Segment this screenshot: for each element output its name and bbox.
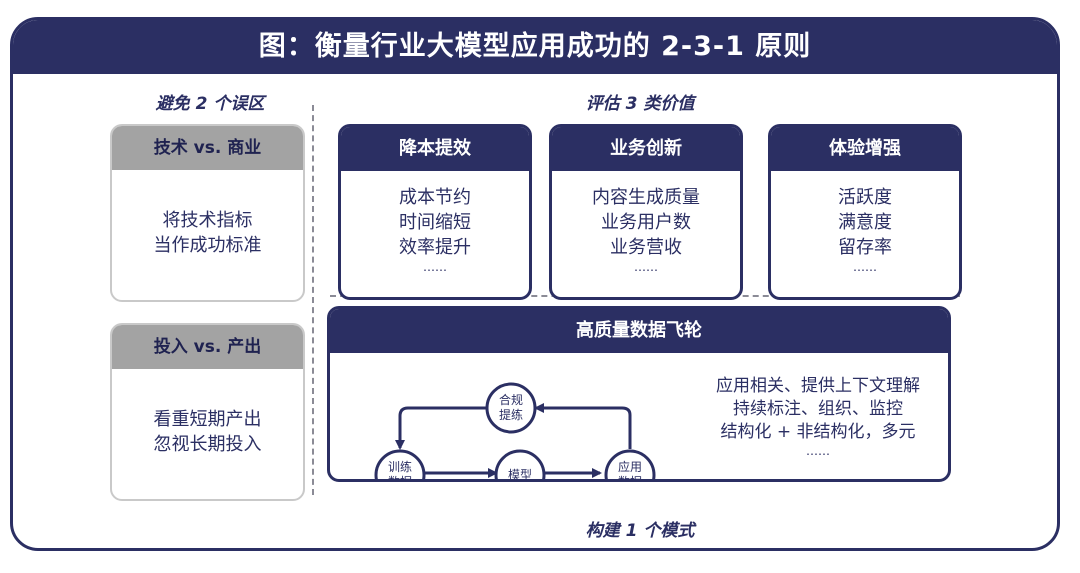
node-model: 模型 (494, 449, 546, 482)
ellipsis: …… (806, 444, 830, 458)
value-line: 活跃度 (838, 187, 892, 208)
pitfall-card-body: 将技术指标 当作成功标准 (112, 170, 303, 258)
arrow-application-to-compliance (534, 403, 632, 449)
flywheel-line: 持续标注、组织、监控 (733, 399, 903, 419)
pitfall-card-body: 看重短期产出 忽视长期投入 (112, 369, 303, 457)
ellipsis: …… (634, 260, 658, 274)
svg-text:训练: 训练 (388, 459, 412, 474)
flywheel-diagram: 合规 提练 训练 数据 模型 应用 数据 (374, 382, 656, 482)
node-training-data: 训练 数据 (374, 449, 426, 482)
svg-text:数据: 数据 (388, 474, 412, 482)
footer-heading: 构建 1 个模式 (585, 521, 695, 541)
flywheel-line: 应用相关、提供上下文理解 (716, 376, 920, 396)
svg-text:应用: 应用 (618, 459, 642, 474)
left-heading: 避免 2 个误区 (155, 94, 265, 114)
vertical-divider (312, 105, 314, 495)
svg-text:模型: 模型 (508, 468, 532, 482)
value-line: 效率提升 (399, 237, 471, 258)
pitfall-line: 忽视长期投入 (153, 434, 262, 455)
pitfall-line: 看重短期产出 (153, 409, 262, 430)
svg-text:合规: 合规 (499, 392, 523, 407)
value-card-body: 活跃度 满意度 留存率 …… (771, 171, 959, 274)
value-card-cost-efficiency: 降本提效 成本节约 时间缩短 效率提升 …… (338, 124, 532, 300)
svg-text:数据: 数据 (618, 474, 642, 482)
flywheel-description: 应用相关、提供上下文理解 持续标注、组织、监控 结构化 + 非结构化，多元 …… (698, 375, 938, 458)
value-line: 内容生成质量 (592, 187, 700, 208)
value-card-experience: 体验增强 活跃度 满意度 留存率 …… (768, 124, 962, 300)
value-line: 留存率 (838, 237, 892, 258)
page-title: 图：衡量行业大模型应用成功的 2-3-1 原则 (13, 20, 1057, 74)
diagram-frame: 图：衡量行业大模型应用成功的 2-3-1 原则 (10, 17, 1060, 551)
value-card-title: 体验增强 (771, 127, 959, 171)
value-card-business-innovation: 业务创新 内容生成质量 业务用户数 业务营收 …… (549, 124, 743, 300)
node-compliance: 合规 提练 (485, 382, 537, 434)
pitfall-line: 当作成功标准 (153, 235, 262, 256)
node-application-data: 应用 数据 (604, 449, 656, 482)
value-line: 业务用户数 (601, 212, 691, 233)
ellipsis: …… (853, 260, 877, 274)
svg-text:提练: 提练 (499, 407, 523, 422)
value-card-body: 成本节约 时间缩短 效率提升 …… (341, 171, 529, 274)
value-line: 成本节约 (399, 187, 471, 208)
value-card-title: 业务创新 (552, 127, 740, 171)
pitfall-card-title: 技术 vs. 商业 (112, 126, 303, 170)
values-heading: 评估 3 类价值 (585, 94, 695, 114)
pitfall-card-title: 投入 vs. 产出 (112, 325, 303, 369)
value-card-title: 降本提效 (341, 127, 529, 171)
ellipsis: …… (423, 260, 447, 274)
pitfall-card-tech-vs-business: 技术 vs. 商业 将技术指标 当作成功标准 (110, 124, 305, 302)
pitfall-card-input-vs-output: 投入 vs. 产出 看重短期产出 忽视长期投入 (110, 323, 305, 501)
value-line: 时间缩短 (399, 212, 471, 233)
pitfall-line: 将技术指标 (162, 210, 253, 231)
flywheel-title: 高质量数据飞轮 (330, 309, 948, 353)
data-flywheel-panel: 高质量数据飞轮 合规 提练 训练 数据 模型 应用 数据 (327, 306, 951, 482)
value-line: 满意度 (838, 212, 892, 233)
value-line: 业务营收 (610, 237, 682, 258)
flywheel-line: 结构化 + 非结构化，多元 (720, 422, 916, 442)
value-card-body: 内容生成质量 业务用户数 业务营收 …… (552, 171, 740, 274)
arrow-compliance-to-training (395, 406, 487, 450)
